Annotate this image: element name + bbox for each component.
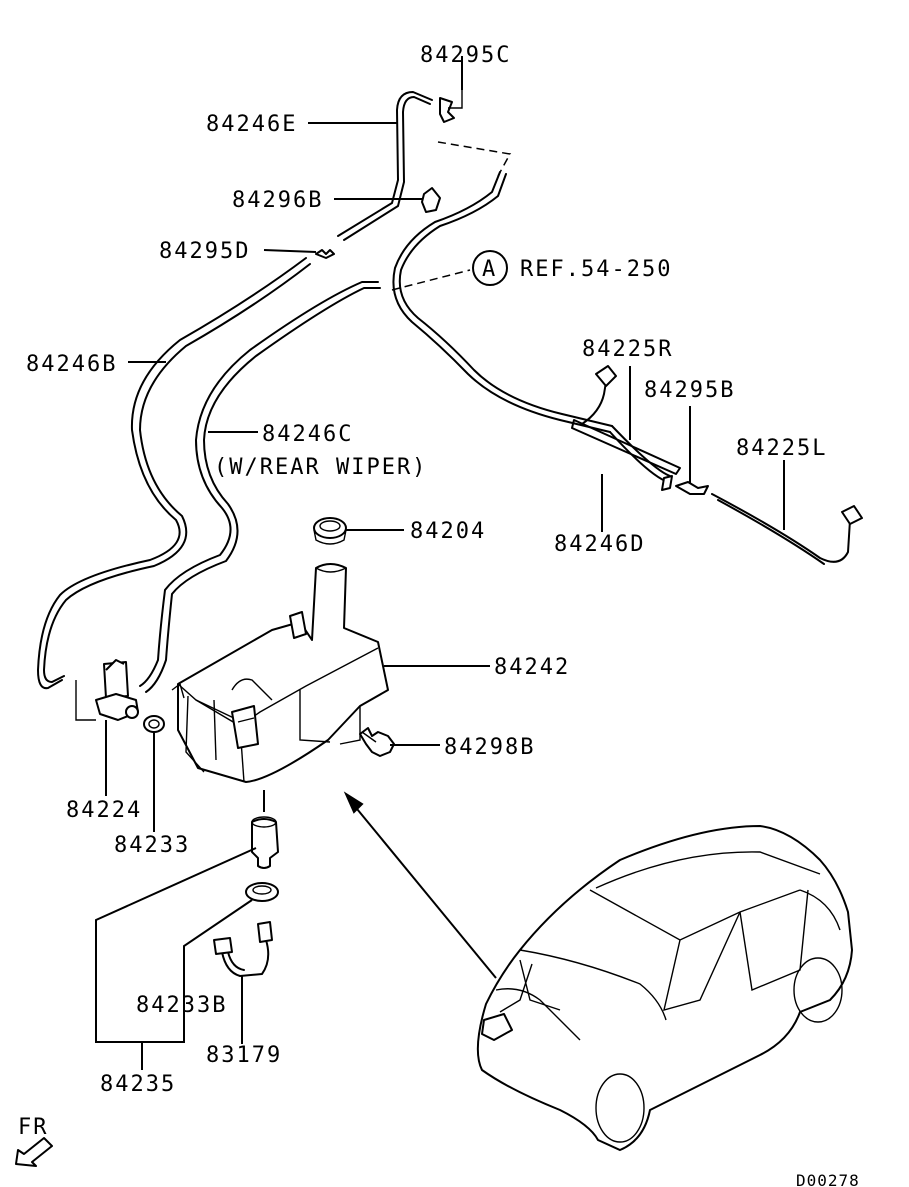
label-84242: 84242 bbox=[494, 655, 570, 680]
label-84233: 84233 bbox=[114, 833, 190, 858]
label-84225L: 84225L bbox=[736, 436, 827, 461]
label-84246E: 84246E bbox=[206, 112, 297, 137]
hose-84246C bbox=[139, 281, 381, 693]
cap-84204-icon bbox=[313, 517, 347, 545]
grommet-84233-icon bbox=[143, 715, 165, 733]
label-84246D: 84246D bbox=[554, 532, 645, 557]
label-84233B: 84233B bbox=[136, 993, 227, 1018]
hose-84246A bbox=[392, 171, 613, 433]
harness-83179-icon bbox=[213, 921, 273, 977]
grommet-84233B-icon bbox=[245, 882, 279, 902]
ref-marker-letter: A bbox=[482, 257, 497, 282]
reservoir-tank-84242 bbox=[171, 563, 389, 783]
label-84295C: 84295C bbox=[420, 43, 511, 68]
leader-lines bbox=[95, 56, 785, 1070]
joint-84296B-icon bbox=[421, 187, 441, 213]
location-arrow bbox=[347, 797, 497, 979]
label-84225R: 84225R bbox=[582, 337, 673, 362]
label-84295D: 84295D bbox=[159, 239, 250, 264]
joint-84295D-icon bbox=[315, 249, 335, 259]
joint-84295B-icon bbox=[675, 481, 709, 495]
drawing-code: D00278 bbox=[796, 1171, 860, 1187]
level-switch-84235-icon bbox=[251, 816, 279, 869]
label-84246B: 84246B bbox=[26, 352, 117, 377]
label-84224: 84224 bbox=[66, 798, 142, 823]
label-84204: 84204 bbox=[410, 519, 486, 544]
label-84246C: 84246C bbox=[262, 422, 353, 447]
front-direction-arrow-icon bbox=[15, 1137, 53, 1167]
vehicle-outline bbox=[476, 824, 854, 1152]
label-84298B: 84298B bbox=[444, 735, 535, 760]
label-84295B: 84295B bbox=[644, 378, 735, 403]
connection-line-ref bbox=[391, 269, 471, 291]
label-84296B: 84296B bbox=[232, 188, 323, 213]
ref-circle bbox=[472, 250, 508, 286]
label-84246C-note: (W/REAR WIPER) bbox=[214, 455, 427, 480]
location-arrowhead bbox=[343, 791, 364, 814]
nozzle-84225R bbox=[571, 365, 681, 475]
connector-bracket bbox=[75, 680, 96, 721]
connection-line-top bbox=[437, 141, 512, 177]
ref-label: REF.54-250 bbox=[520, 257, 672, 282]
direction-label: FR bbox=[18, 1115, 49, 1140]
label-83179: 83179 bbox=[206, 1043, 282, 1068]
bolt-84298B-icon bbox=[359, 727, 395, 757]
label-84235: 84235 bbox=[100, 1072, 176, 1097]
nozzle-84225L bbox=[711, 493, 863, 565]
pump-84224-icon bbox=[95, 659, 139, 721]
hose-84246E bbox=[337, 91, 433, 241]
connector-84295C-icon bbox=[439, 88, 463, 123]
hose-84246B bbox=[37, 257, 311, 690]
